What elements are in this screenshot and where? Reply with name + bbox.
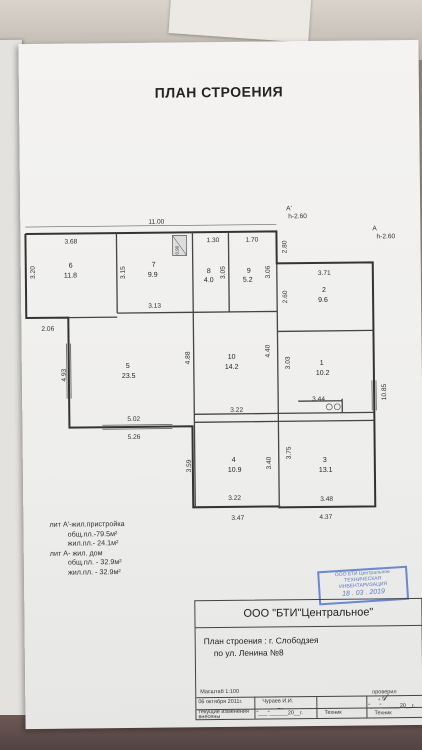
marker-a-height: h-2.60 — [376, 233, 395, 240]
company-name: ООО "БТИ"Центральное" — [195, 598, 422, 629]
date-blank: "___"______20__г. — [368, 702, 415, 710]
wall — [191, 232, 196, 508]
dim-label: 2.60 — [282, 290, 289, 303]
room-area: 23.5 — [122, 373, 136, 380]
dim-label: 3.22 — [228, 495, 241, 502]
wall — [193, 310, 278, 313]
wall — [277, 329, 374, 333]
dim-label: 0.90 — [175, 245, 180, 254]
dim-label: 3.15 — [120, 266, 127, 279]
dim-label: 3.68 — [64, 239, 77, 246]
legend: лит А'-жил.пристройка общ.пл.-79.5м² жил… — [49, 519, 125, 577]
room-area: 13.1 — [319, 467, 333, 474]
room-area: 5.2 — [243, 277, 253, 284]
room-number: 10 — [228, 354, 236, 361]
dim-label: 3.59 — [186, 459, 193, 472]
stove-icon — [172, 235, 187, 256]
dim-label: 4.93 — [61, 368, 68, 381]
room-area: 14.2 — [225, 364, 239, 371]
dim-label: 3.22 — [230, 407, 243, 414]
room-area: 4.0 — [204, 277, 214, 284]
divider — [366, 695, 368, 718]
dim-label: 3.13 — [148, 303, 161, 310]
plan-title: План строения : г. Слободзея — [203, 635, 319, 647]
dim-label: 3.06 — [265, 265, 272, 278]
signature: 𝒜 — [378, 693, 387, 704]
dim-label: 3.05 — [220, 266, 227, 279]
dim-label: 3.20 — [30, 266, 37, 279]
boiler-icon — [333, 403, 341, 411]
window — [66, 343, 68, 399]
room-number: 5 — [126, 363, 130, 370]
dim-label: 4.88 — [185, 351, 192, 364]
dim-label: 2.06 — [41, 326, 54, 333]
wall — [194, 412, 279, 415]
role-label: Техник — [374, 710, 392, 717]
room-area: 9.9 — [148, 272, 158, 279]
wall — [276, 263, 280, 508]
wall — [278, 411, 375, 415]
legend-line: лит А'-жил.пристройка — [49, 519, 125, 529]
floor-plan: 11.00 А' h-2.60 А h-2.60 6 11.8 7 9.9 8 … — [24, 205, 396, 522]
dim-label: 3.75 — [286, 446, 293, 459]
dim-label: 5.02 — [127, 416, 140, 423]
room-number: 4 — [232, 457, 236, 464]
dim-label: 1.70 — [245, 237, 258, 244]
table-row — [196, 694, 422, 699]
dim-label: 3.44 — [312, 396, 325, 403]
marker-a-label: А — [372, 225, 377, 232]
dim-label: 5.26 — [128, 434, 141, 441]
wall — [68, 316, 118, 319]
wall — [227, 231, 230, 312]
room-number: 6 — [69, 263, 73, 270]
dim-overall-width: 11.00 — [148, 219, 164, 226]
scale-label: Масштаб 1:100 — [200, 688, 240, 696]
wall — [115, 233, 118, 314]
room-number: 9 — [247, 268, 251, 275]
title-block: ООО "БТИ"Центральное" План строения : г.… — [194, 597, 422, 721]
legend-line: жил.пл. - 32.9м² — [67, 566, 121, 577]
window — [102, 424, 173, 426]
dim-label: 4.37 — [319, 514, 332, 521]
dim-label: 3.48 — [320, 496, 333, 503]
marker-a1-label: А' — [286, 205, 292, 212]
legend-line: жил.пл.- 24.1м² — [67, 538, 119, 548]
room-number: 2 — [322, 287, 326, 294]
room-number: 3 — [323, 457, 327, 464]
divider — [316, 696, 318, 719]
room-number: 1 — [320, 360, 324, 367]
room-area: 10.2 — [316, 370, 330, 377]
room-number: 7 — [152, 262, 156, 269]
window — [70, 343, 72, 399]
marker-a1-height: h-2.60 — [288, 213, 307, 220]
wall — [194, 420, 279, 423]
role-label: Техник — [324, 709, 342, 716]
dim-label: 3.47 — [231, 515, 244, 522]
document-sheet: ПЛАН СТРОЕНИЯ — [18, 39, 422, 730]
legend-line: общ.пл. - 32.9м² — [67, 557, 122, 567]
dim-label: 3.71 — [318, 270, 331, 277]
signature: ~ — [276, 704, 285, 715]
dim-label: 10.85 — [381, 383, 388, 400]
dim-label: 1.30 — [206, 237, 219, 244]
window — [102, 428, 173, 430]
date-label: 06 октября 2011г. — [198, 698, 243, 706]
room-area: 11.8 — [64, 273, 77, 280]
dim-label: 3.03 — [285, 356, 292, 369]
divider — [254, 696, 256, 719]
changes-label: текущие изменения внесены — [198, 708, 250, 721]
wall — [278, 419, 375, 423]
room-area: 9.6 — [318, 297, 328, 304]
wall — [117, 311, 194, 314]
dimension-line — [25, 224, 277, 228]
dim-label: 3.40 — [266, 456, 273, 469]
room-area: 10.9 — [228, 467, 242, 474]
dim-label: 4.40 — [265, 344, 272, 357]
boiler-icon — [325, 403, 333, 411]
plan-address: по ул. Ленина №8 — [213, 647, 284, 659]
dim-label: 2.80 — [281, 240, 288, 253]
room-number: 8 — [207, 268, 211, 275]
